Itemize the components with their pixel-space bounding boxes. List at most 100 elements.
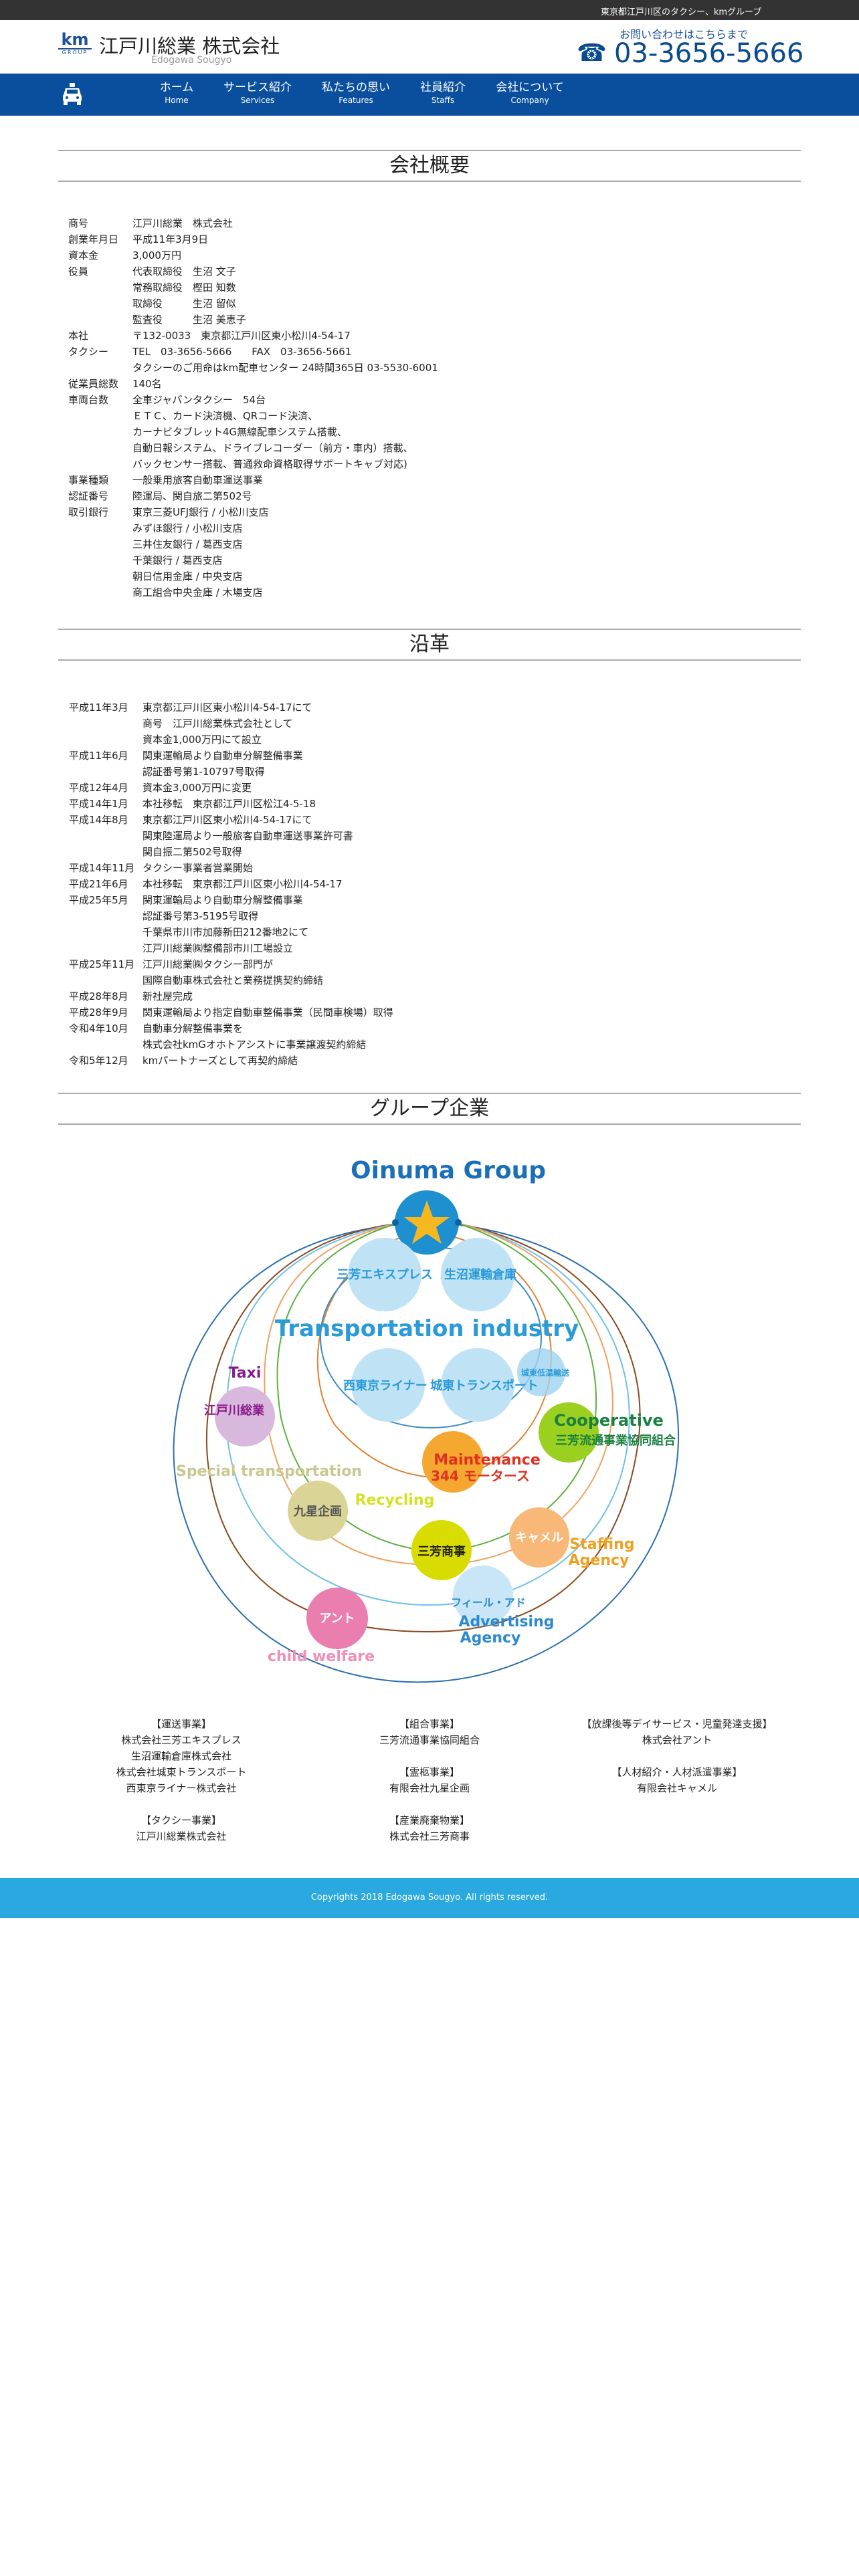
- row-label: 令和4年10月: [69, 1023, 128, 1035]
- tagline: 東京都江戸川区のタクシー、kmグループ: [601, 7, 762, 17]
- nav-label: 社員紹介: [420, 81, 466, 94]
- row-value: 自動車分解整備事業を: [142, 1023, 244, 1035]
- row-value: 商号 江戸川総業株式会社として: [142, 718, 293, 730]
- nav-label: サービス紹介: [223, 81, 292, 94]
- group-company: 西東京ライナー株式会社: [126, 1782, 237, 1794]
- phone-icon: ☎: [577, 39, 607, 67]
- table-row: 事業種類一般乗用旅客自動車運送事業: [68, 472, 438, 488]
- table-row: 常務取締役 樫田 知数: [68, 280, 438, 296]
- logo-sub: GROUP: [58, 48, 92, 56]
- row-label: 車両台数: [68, 394, 109, 406]
- row-label: 商号: [68, 217, 89, 229]
- nav-sublabel: Home: [165, 96, 189, 105]
- company-romaji: Edogawa Sougyo: [151, 55, 232, 66]
- row-value: 代表取締役 生沼 文子: [132, 265, 236, 278]
- row-label: 平成14年11月: [69, 862, 135, 874]
- row-value: kmパートナーズとして再契約締結: [142, 1055, 298, 1067]
- group-company: 株式会社三芳商事: [389, 1830, 470, 1842]
- row-value: 千葉銀行 / 葛西支店: [132, 554, 223, 566]
- transport-circles: [348, 1238, 565, 1422]
- group-company: 株式会社三芳エキスプレス: [121, 1734, 242, 1746]
- label-feel-ad: フィール・アド: [451, 1596, 526, 1609]
- group-category-heading: 【運送事業】: [151, 1718, 211, 1730]
- taxi-icon[interactable]: [62, 83, 83, 106]
- group-category-heading: 【タクシー事業】: [140, 1814, 221, 1826]
- table-row: バックセンサー搭載、普通救命資格取得サポートキャブ対応): [68, 456, 438, 472]
- row-value: 江戸川総業㈱タクシー部門が: [142, 958, 274, 970]
- row-value: バックセンサー搭載、普通救命資格取得サポートキャブ対応): [132, 458, 407, 470]
- table-row: 本社〒132-0033 東京都江戸川区東小松川4-54-17: [68, 328, 438, 344]
- label-advertising-agency: Agency: [460, 1630, 521, 1646]
- row-value: ＥＴＣ、カード決済機、QRコード決済、: [132, 410, 318, 422]
- table-row: 自動日報システム、ドライブレコーダー（前方・車内）搭載、: [68, 440, 438, 456]
- table-row: 平成21年6月 本社移転 東京都江戸川区東小松川4-54-17: [69, 876, 393, 892]
- table-row: 平成28年8月新社屋完成: [69, 988, 393, 1004]
- nav-home[interactable]: ホーム Home: [160, 80, 194, 106]
- table-row: 平成14年11月タクシー事業者営業開始: [69, 860, 393, 876]
- row-value: 取締役 生沼 留似: [132, 298, 236, 310]
- label-edogawa: 江戸川総業: [204, 1403, 265, 1418]
- label-ant: アント: [319, 1612, 355, 1626]
- table-row: 認証番号第1-10797号取得: [69, 764, 393, 780]
- row-value: 平成11年3月9日: [132, 233, 209, 245]
- table-row: 千葉県市川市加藤新田212番地2にて: [69, 924, 393, 940]
- row-value: 資本金1,000万円にて設立: [142, 734, 262, 746]
- table-row: カーナビタブレット4G無線配車システム搭載、: [68, 424, 438, 440]
- label-transportation: Transportation industry: [275, 1315, 579, 1342]
- table-row: 資本金1,000万円にて設立: [69, 732, 393, 748]
- label-oinuma-unyu: 生沼運輸倉庫: [444, 1267, 516, 1282]
- table-row: ＥＴＣ、カード決済機、QRコード決済、: [68, 408, 438, 424]
- star-icon: [404, 1200, 450, 1244]
- label-camel: キャメル: [515, 1531, 563, 1545]
- group-company: 有限会社九星企画: [389, 1782, 470, 1794]
- group-category: 【人材紹介・人材派遣事業】有限会社キャメル: [550, 1764, 804, 1796]
- table-row: 関自振二第502号取得: [69, 844, 393, 860]
- group-category: 【組合事業】三芳流通事業協同組合: [302, 1716, 557, 1748]
- label-joto-transport: 城東トランスポート: [430, 1378, 539, 1393]
- table-row: みずほ銀行 / 小松川支店: [68, 520, 438, 536]
- row-value: 一般乗用旅客自動車運送事業: [132, 474, 264, 486]
- top-bar: 東京都江戸川区のタクシー、kmグループ: [0, 0, 859, 20]
- group-category-heading: 【霊柩事業】: [399, 1766, 460, 1778]
- row-label: 平成25年5月: [69, 894, 128, 906]
- section-title-overview: 会社概要: [58, 150, 801, 182]
- label-sanpo-express: 三芳エキスプレス: [337, 1267, 432, 1282]
- row-label: 平成21年6月: [69, 878, 128, 890]
- table-row: 三井住友銀行 / 葛西支店: [68, 536, 438, 552]
- section-title-history: 沿革: [58, 629, 801, 661]
- group-category-heading: 【人材紹介・人材派遣事業】: [611, 1766, 743, 1778]
- nav-label: ホーム: [159, 81, 194, 94]
- company-name[interactable]: 江戸川総業 株式会社: [99, 35, 280, 58]
- footer: Copyrights 2018 Edogawa Sougyo. All righ…: [0, 1878, 859, 1918]
- row-value: 関東運輸局より自動車分解整備事業: [142, 894, 303, 906]
- row-label: 平成11年3月: [69, 702, 128, 714]
- label-special-transport: Special transportation: [176, 1463, 362, 1480]
- row-value: 千葉県市川市加藤新田212番地2にて: [142, 926, 309, 938]
- table-row: 平成11年3月東京都江戸川区東小松川4-54-17にて: [69, 700, 393, 716]
- phone-number[interactable]: 03-3656-5666: [614, 38, 804, 69]
- label-cooperative: Cooperative: [554, 1411, 664, 1430]
- row-label: 創業年月日: [68, 233, 119, 245]
- group-company: 生沼運輸倉庫株式会社: [130, 1750, 231, 1762]
- group-company: 江戸川総業株式会社: [136, 1830, 227, 1842]
- row-value: 関東陸運局より一般旅客自動車運送事業許可書: [142, 830, 353, 842]
- row-value: 商工組合中央金庫 / 木場支店: [132, 586, 263, 599]
- copyright: Copyrights 2018 Edogawa Sougyo. All righ…: [310, 1893, 549, 1903]
- table-row: 国際自動車株式会社と業務提携契約締結: [69, 972, 393, 988]
- row-value: 資本金3,000万円に変更: [142, 782, 252, 794]
- orbit-lightblue: [225, 1223, 630, 1606]
- row-value: 東京都江戸川区東小松川4-54-17にて: [142, 814, 312, 826]
- row-value: 江戸川総業 株式会社: [132, 217, 233, 229]
- row-value: 東京三菱UFJ銀行 / 小松川支店: [132, 506, 269, 518]
- row-value: 本社移転 東京都江戸川区東小松川4-54-17: [142, 878, 343, 890]
- row-value: タクシーのご用命はkm配車センター 24時間365日 03-5530-6001: [132, 362, 438, 374]
- group-category: 【タクシー事業】江戸川総業株式会社: [54, 1812, 308, 1844]
- row-value: 全車ジャパンタクシー 54台: [132, 394, 266, 406]
